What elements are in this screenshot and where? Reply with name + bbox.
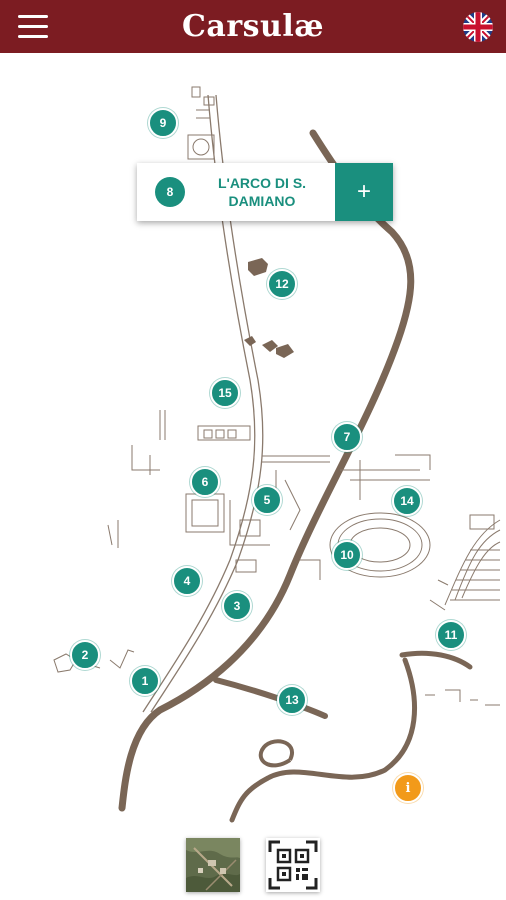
map-marker-4[interactable]: 4 xyxy=(172,566,202,596)
bottom-bar xyxy=(0,833,506,900)
poi-popup-card[interactable]: 8 L'ARCO DI S. DAMIANO + xyxy=(137,163,393,221)
map-marker-12[interactable]: 12 xyxy=(267,269,297,299)
map-marker-14[interactable]: 14 xyxy=(392,486,422,516)
map-marker-11[interactable]: 11 xyxy=(436,620,466,650)
map-marker-10[interactable]: 10 xyxy=(332,540,362,570)
amphitheatre xyxy=(329,454,431,578)
qr-code-scanner-icon[interactable] xyxy=(266,838,320,892)
site-map[interactable]: 9 12 15 7 6 5 14 10 4 3 11 2 1 13 i xyxy=(0,53,506,833)
north-ruins xyxy=(187,86,215,160)
main-road xyxy=(118,129,415,812)
map-marker-2[interactable]: 2 xyxy=(70,640,100,670)
southeast-ruins xyxy=(425,689,500,706)
map-marker-3[interactable]: 3 xyxy=(222,591,252,621)
road-east xyxy=(399,650,473,670)
popup-body[interactable]: 8 L'ARCO DI S. DAMIANO xyxy=(137,163,335,221)
popup-marker-number: 8 xyxy=(155,177,185,207)
popup-add-button[interactable]: + xyxy=(335,163,393,221)
temple-ruins xyxy=(244,258,294,358)
map-marker-13[interactable]: 13 xyxy=(277,685,307,715)
map-marker-9[interactable]: 9 xyxy=(148,108,178,138)
map-marker-15[interactable]: 15 xyxy=(210,378,240,408)
hamburger-menu-icon[interactable] xyxy=(18,15,48,39)
map-marker-6[interactable]: 6 xyxy=(190,467,220,497)
app-header: Carsulæ xyxy=(0,0,506,53)
road-south xyxy=(229,657,417,823)
map-marker-5[interactable]: 5 xyxy=(252,485,282,515)
theatre xyxy=(429,514,501,611)
road-loop xyxy=(258,739,294,768)
road-branch xyxy=(213,677,328,719)
app-title: Carsulæ xyxy=(182,9,324,44)
info-marker-icon[interactable]: i xyxy=(393,773,423,803)
map-marker-1[interactable]: 1 xyxy=(130,666,160,696)
forum-ruins xyxy=(107,410,330,580)
map-marker-7[interactable]: 7 xyxy=(332,422,362,452)
satellite-view-icon[interactable] xyxy=(186,838,240,892)
uk-flag-icon[interactable] xyxy=(463,12,493,42)
popup-title: L'ARCO DI S. DAMIANO xyxy=(217,175,307,209)
